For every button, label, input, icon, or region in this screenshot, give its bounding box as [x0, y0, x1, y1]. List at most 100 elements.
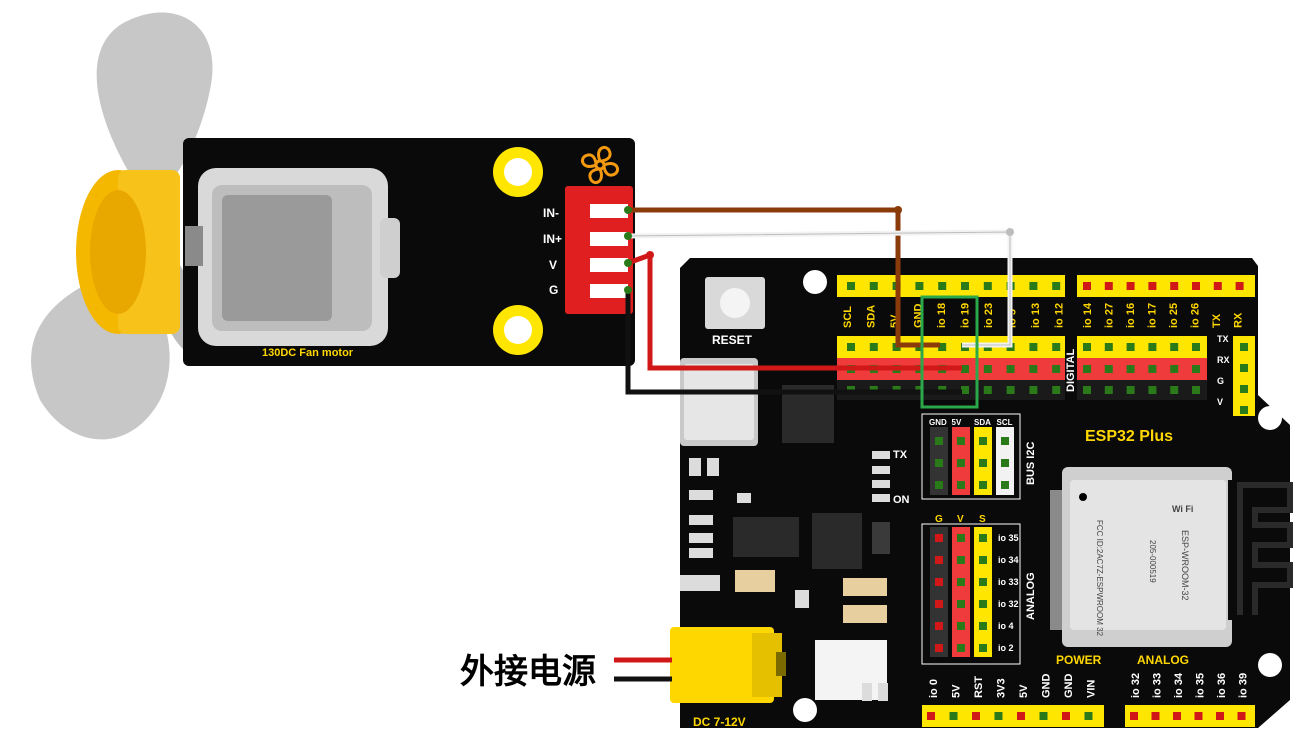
top-pin-label: RX: [1233, 312, 1245, 328]
header-pad: [983, 282, 992, 290]
header-pad: [1235, 282, 1244, 290]
analog-bottom-pin-label: io 39: [1238, 673, 1250, 698]
fan-hub: [76, 170, 180, 334]
header-pad: [1126, 386, 1135, 394]
analog-pin-label: io 33: [998, 577, 1019, 587]
header-pad: [935, 437, 943, 445]
header-pad: [1001, 437, 1009, 445]
header-pad: [1006, 365, 1015, 373]
analog-side-label: ANALOG: [1025, 572, 1037, 620]
header-top-left: [837, 275, 1065, 400]
module-pads: [1050, 490, 1062, 630]
i2c-pin-label: 5V: [952, 418, 962, 427]
header-pad: [1017, 712, 1025, 720]
header-pad: [938, 343, 947, 351]
dc-label: DC 7-12V: [693, 715, 746, 729]
header-pad: [979, 622, 987, 630]
header-pad: [979, 437, 987, 445]
wire-black: [625, 290, 962, 395]
header-pad: [979, 600, 987, 608]
header-pad: [983, 386, 992, 394]
power-pin-label: GND: [1041, 674, 1053, 699]
analog-col-label: V: [957, 514, 964, 525]
top-pin-label: TX: [1211, 313, 1223, 328]
header-pad: [1083, 343, 1091, 351]
fan-module-board: [183, 138, 635, 366]
header-pad: [1126, 282, 1135, 290]
power-pin-label: 5V: [1018, 684, 1030, 698]
header-pad: [1029, 386, 1038, 394]
top-pin-label: io 14: [1082, 302, 1094, 328]
led-tx-label: TX: [893, 449, 908, 461]
power-pin-label: VIN: [1086, 680, 1098, 698]
power-label: POWER: [1056, 653, 1102, 667]
wire-brown: [628, 207, 940, 348]
header-pad: [869, 282, 878, 290]
header-pad: [961, 282, 969, 290]
header-pad: [1192, 386, 1200, 394]
header-pad: [935, 556, 943, 564]
power-pin-label: RST: [973, 676, 985, 698]
header-pad: [1029, 365, 1038, 373]
header-pad: [1083, 386, 1091, 394]
header-pad: [1170, 282, 1179, 290]
header-pad: [1148, 365, 1157, 373]
header-pad: [949, 712, 958, 720]
serial-pin-label: G: [1217, 376, 1224, 386]
header-top-right: [1077, 275, 1255, 416]
top-pin-label: SCL: [842, 306, 854, 328]
board-title: ESP32 Plus: [1085, 428, 1173, 445]
analog-bottom-pin-label: io 35: [1195, 673, 1207, 698]
top-pin-label: io 26: [1190, 303, 1202, 328]
fan-pin-in-plus: IN+: [543, 232, 562, 246]
header-pad: [1148, 343, 1157, 351]
reset-label: RESET: [712, 333, 753, 347]
header-pad: [1173, 712, 1181, 720]
reset-button[interactable]: [705, 277, 765, 329]
driver-chip: [733, 517, 799, 557]
top-pin-label: SDA: [866, 305, 878, 328]
bus-i2c-label: BUS I2C: [1025, 442, 1037, 485]
header-pad: [1240, 385, 1248, 393]
external-power-label: 外接电源: [460, 653, 596, 691]
header-pad: [847, 343, 855, 351]
header-pad: [1029, 282, 1038, 290]
module-name: ESP-WROOM-32: [1180, 530, 1190, 601]
fan-pin-in-minus: IN-: [543, 206, 559, 220]
wires: [624, 206, 1014, 395]
analog-col-label: S: [979, 514, 986, 525]
header-pad: [1104, 343, 1113, 351]
header-pad: [979, 481, 987, 489]
header-pad: [979, 459, 987, 467]
header-pad: [938, 282, 947, 290]
top-pin-label: io 12: [1054, 303, 1066, 328]
header-pad: [935, 481, 943, 489]
top-pin-label: io 23: [983, 303, 995, 328]
regulator-chip: [812, 513, 862, 569]
top-pin-label: io 25: [1168, 303, 1180, 328]
analog-bottom-pin-label: io 36: [1216, 673, 1228, 698]
header-pad: [957, 600, 965, 608]
analog-bottom-pin-label: io 34: [1173, 672, 1185, 698]
header-pad: [972, 712, 980, 720]
power-pin-label: io 0: [928, 679, 940, 698]
power-header: [922, 705, 1255, 727]
fan-pin-v: V: [549, 258, 557, 272]
header-pad: [957, 644, 965, 652]
header-pad: [935, 459, 943, 467]
header-pad: [1130, 712, 1138, 720]
header-pad: [957, 556, 965, 564]
analog-col-label: G: [935, 514, 943, 525]
header-pad: [869, 343, 878, 351]
header-pad: [957, 459, 965, 467]
header-pad: [915, 282, 924, 290]
top-pin-label: io 17: [1147, 303, 1159, 328]
top-pin-label: io 16: [1125, 303, 1137, 328]
header-pad: [1170, 386, 1179, 394]
header-pad: [957, 437, 965, 445]
i2c-pin-label: SCL: [997, 418, 1013, 427]
